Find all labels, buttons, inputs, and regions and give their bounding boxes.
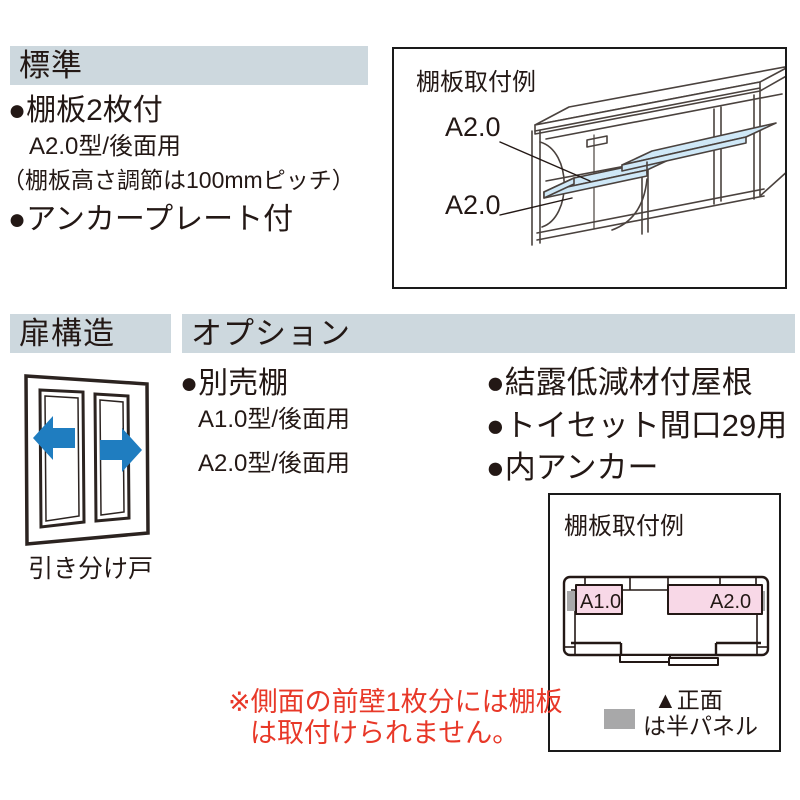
shelf-label-a20-upper: A2.0 [445,112,501,142]
option-condensation-roof: ●結露低減材付屋根 [486,365,753,400]
shelf-label-a20-lower: A2.0 [445,190,501,220]
standard-item-shelves: ●棚板2枚付 [8,94,163,127]
option-separate-shelf-a10: A1.0型/後面用 [198,406,351,433]
option-separate-shelf-a20: A2.0型/後面用 [198,450,351,477]
plan-front-marker: ▲正面 [654,687,723,713]
door-structure-caption: 引き分け戸 [28,555,154,583]
door-structure-header: 扉構造 [10,314,171,353]
standard-item-shelves-sub: A2.0型/後面用 [29,133,182,160]
shelf-example-bottom-title: 棚板取付例 [564,513,684,540]
shelf-example-bottom-box: 棚板取付例 [548,493,781,752]
side-wall-note: ※側面の前壁1枚分には棚板 は取付けられません。 [228,687,563,749]
standard-header: 標準 [10,46,368,85]
option-separate-shelf: ●別売棚 [180,367,289,400]
arrow-right-icon [100,428,142,472]
options-header: オプション [182,314,795,353]
standard-item-shelves-note: （棚板高さ調節は100mmピッチ） [2,167,355,193]
plan-label-a20: A2.0 [710,591,751,613]
plan-label-a10: A1.0 [580,591,621,613]
sliding-door-diagram [24,374,150,546]
side-wall-note-line2: は取付けられません。 [250,718,520,748]
side-wall-note-line1: ※側面の前壁1枚分には棚板 [228,687,563,717]
shed-isometric-drawing [499,66,785,246]
half-panel-legend: は半パネル [643,713,758,739]
option-inner-anchor: ●内アンカー [486,450,659,485]
shed-plan-drawing: A1.0 A2.0 [562,575,770,666]
option-toi-set: ●トイセット間口29用 [486,408,788,443]
arrow-left-icon [33,416,75,460]
shelf-example-top-box: 棚板取付例 [392,47,787,289]
shelf-example-top-title: 棚板取付例 [416,69,536,96]
half-panel-swatch [604,709,635,729]
standard-item-anchor-plate: ●アンカープレート付 [8,203,294,236]
